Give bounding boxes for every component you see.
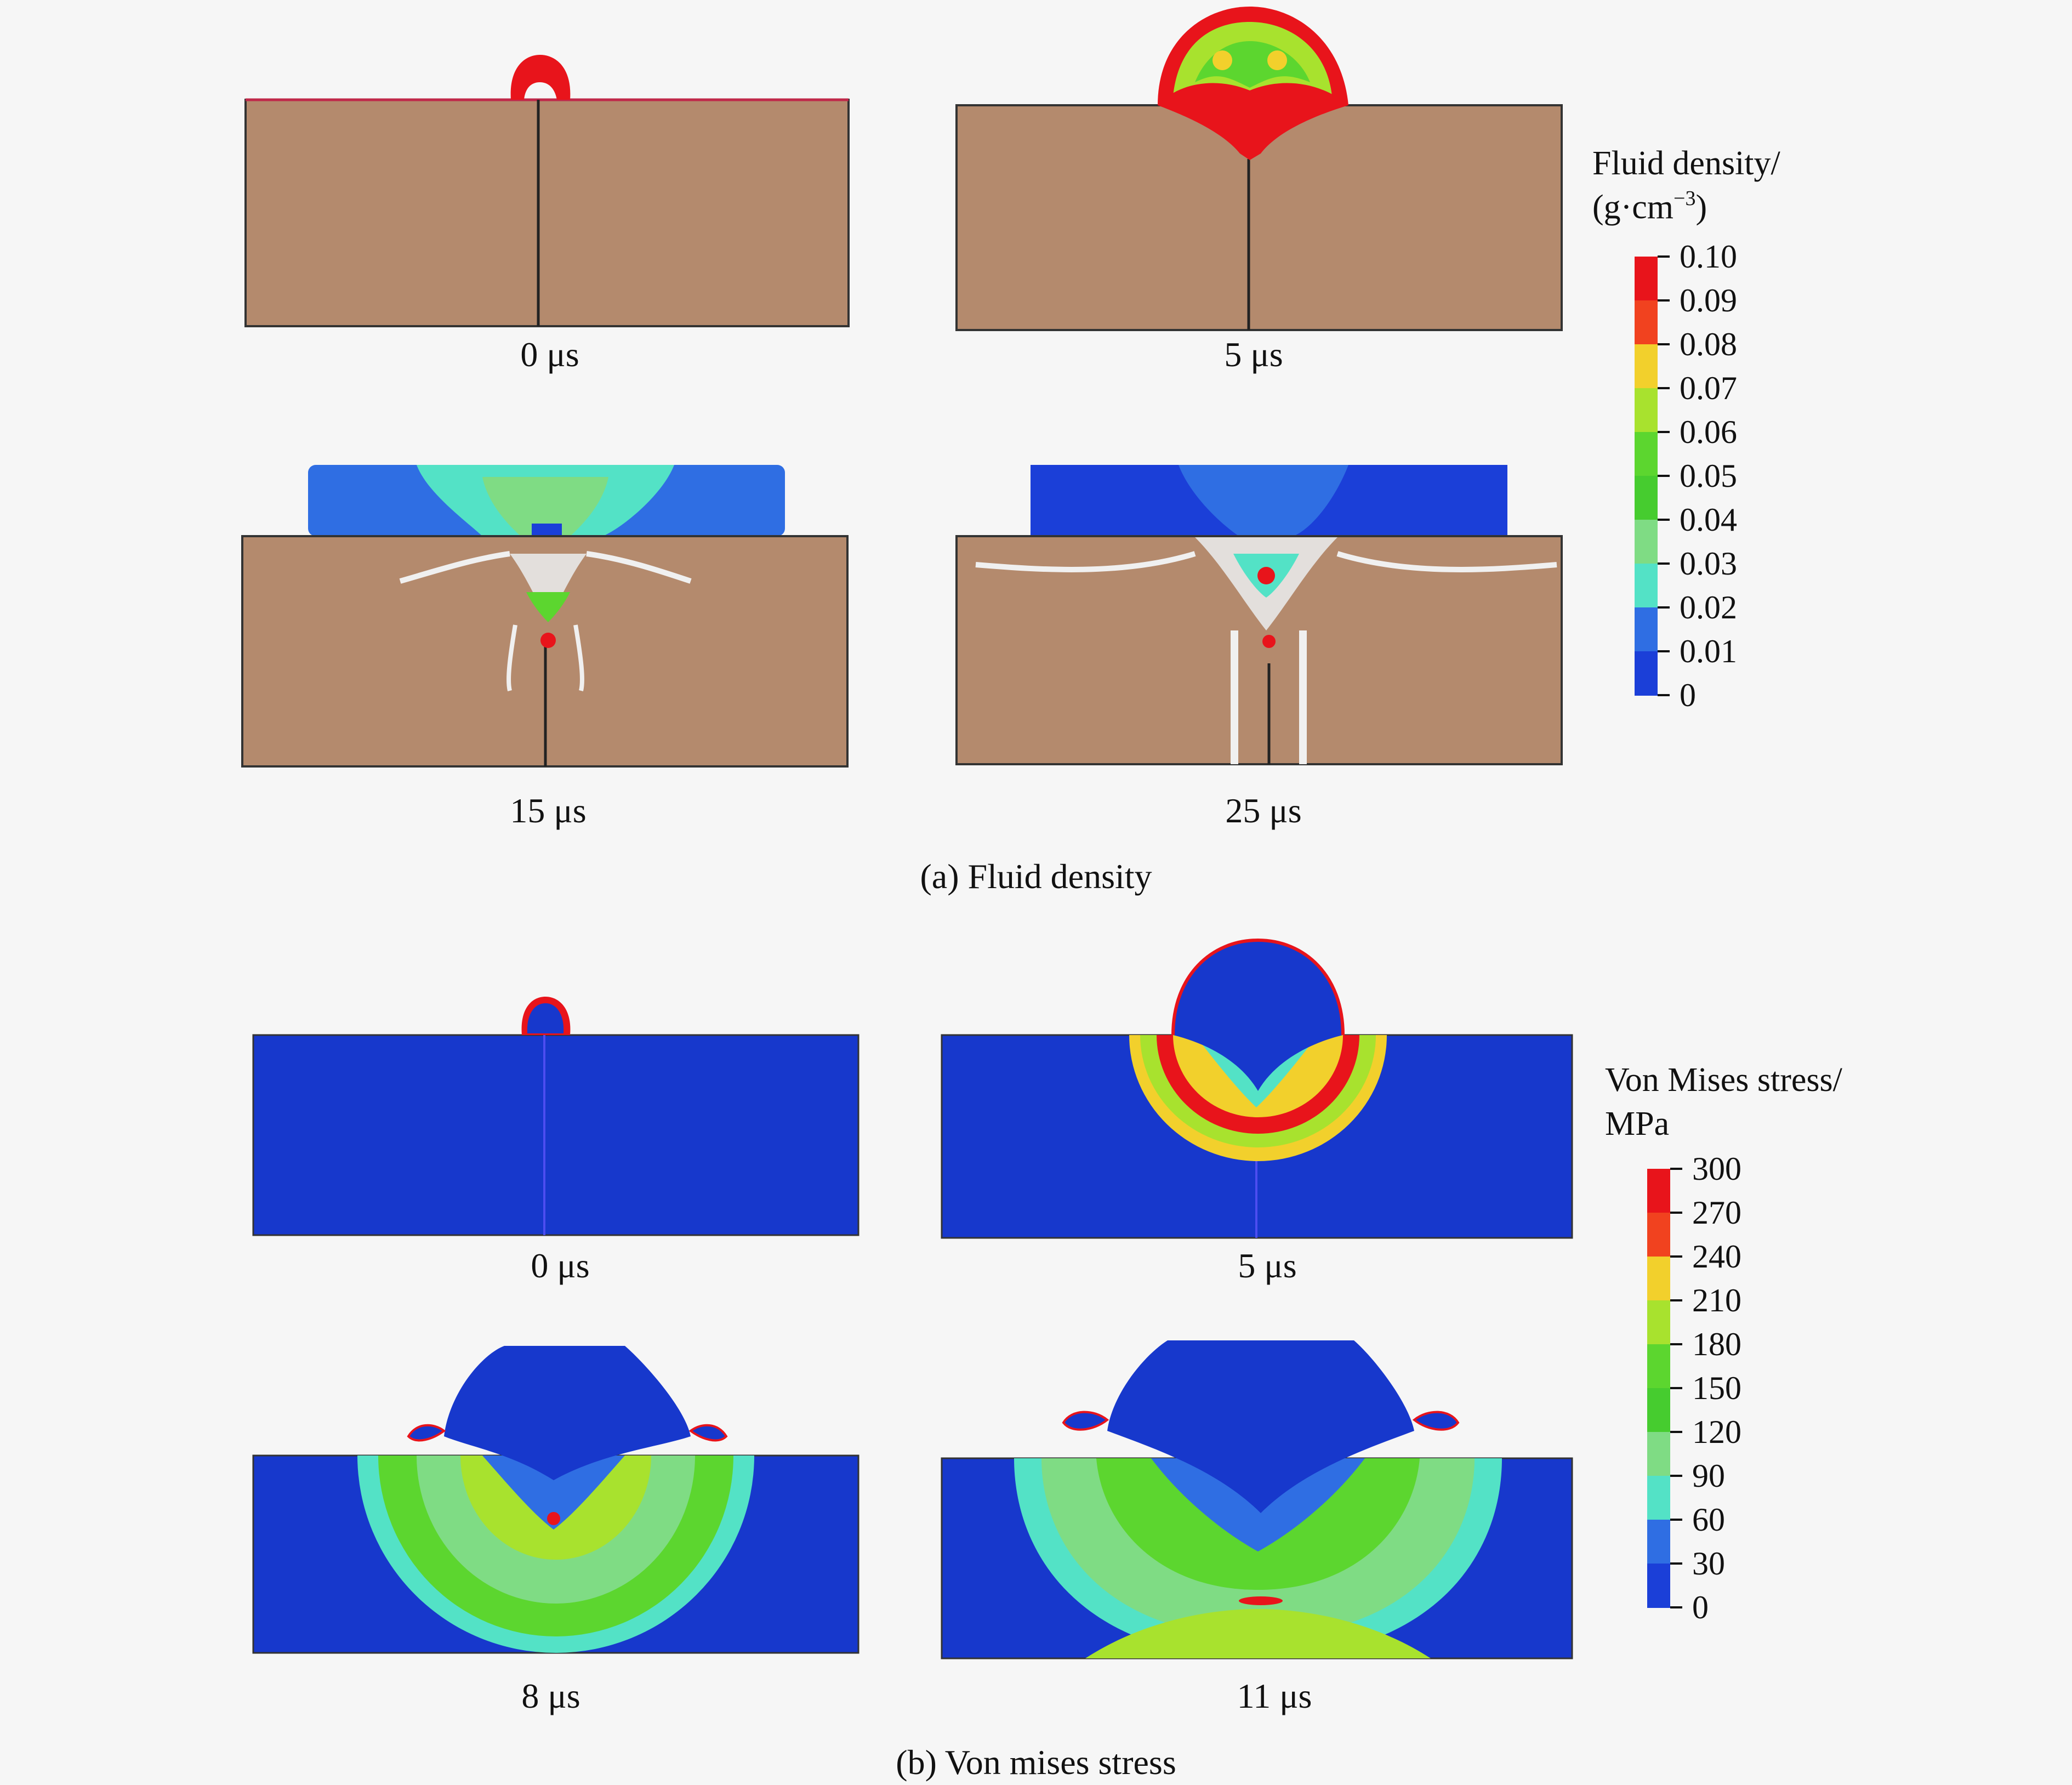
frame-label-b-5us: 5 μs bbox=[1238, 1246, 1296, 1285]
panel-b: 0 μs 5 μs 8 μs bbox=[252, 938, 1843, 1782]
frame-label-a-15us: 15 μs bbox=[510, 791, 586, 830]
legend-b-tick-label: 30 bbox=[1692, 1545, 1725, 1582]
legend-b-tick-label: 210 bbox=[1692, 1282, 1741, 1318]
legend-b-swatch bbox=[1647, 1520, 1670, 1564]
legend-b-swatch bbox=[1647, 1344, 1670, 1389]
legend-b-tick-label: 60 bbox=[1692, 1502, 1725, 1538]
caption-a: (a) Fluid density bbox=[920, 857, 1152, 896]
legend-a-swatch bbox=[1635, 388, 1658, 433]
frame-label-a-0us: 0 μs bbox=[520, 335, 579, 374]
legend-b-tick-label: 0 bbox=[1692, 1589, 1709, 1625]
legend-a-tick-label: 0.10 bbox=[1680, 238, 1737, 275]
legend-a-swatch bbox=[1635, 564, 1658, 608]
legend-a-swatch bbox=[1635, 520, 1658, 564]
caption-b: (b) Von mises stress bbox=[896, 1743, 1176, 1782]
legend-a-tick-label: 0.09 bbox=[1680, 282, 1737, 319]
legend-a-title-line2: (g·cm−3) bbox=[1592, 187, 1707, 226]
legend-b-title-line2: MPa bbox=[1605, 1105, 1669, 1142]
legend-b-swatch bbox=[1647, 1169, 1670, 1213]
legend-a-title-line1: Fluid density/ bbox=[1592, 145, 1781, 182]
legend-a-swatch bbox=[1635, 607, 1658, 652]
stress-frame-0us bbox=[252, 997, 859, 1236]
legend-b-tick-label: 90 bbox=[1692, 1458, 1725, 1494]
legend-a-tick-label: 0.03 bbox=[1680, 545, 1737, 582]
legend-b-tick-label: 120 bbox=[1692, 1414, 1741, 1450]
legend-a: Fluid density/ (g·cm−3) 0.10 0.09 0.08 0.07… bbox=[1592, 145, 1781, 713]
legend-a-tick-label: 0.08 bbox=[1680, 326, 1737, 362]
frame-label-b-0us: 0 μs bbox=[531, 1246, 589, 1285]
stress-frame-8us bbox=[252, 1346, 859, 1654]
frame-label-b-8us: 8 μs bbox=[521, 1676, 580, 1715]
density-frame-25us bbox=[955, 465, 1563, 765]
legend-a-swatch bbox=[1635, 257, 1658, 301]
legend-b: Von Mises stress/ MPa 300270240210180150… bbox=[1605, 1061, 1843, 1625]
legend-b-swatch bbox=[1647, 1388, 1670, 1432]
legend-a-swatch bbox=[1635, 651, 1658, 696]
stress-frame-5us bbox=[941, 938, 1573, 1239]
legend-b-title-line1: Von Mises stress/ bbox=[1605, 1061, 1843, 1099]
density-frame-5us bbox=[955, 7, 1563, 331]
frame-label-a-5us: 5 μs bbox=[1224, 335, 1283, 374]
legend-b-tick-label: 180 bbox=[1692, 1326, 1741, 1362]
legend-b-swatch bbox=[1647, 1564, 1670, 1608]
legend-a-tick-label: 0.01 bbox=[1680, 633, 1737, 669]
legend-a-swatch bbox=[1635, 344, 1658, 389]
frame-label-a-25us: 25 μs bbox=[1225, 791, 1301, 830]
legend-b-swatch bbox=[1647, 1476, 1670, 1520]
legend-b-tick-label: 300 bbox=[1692, 1151, 1741, 1187]
panel-a: 0 μs 5 μs 15 bbox=[241, 7, 1781, 896]
legend-a-swatch bbox=[1635, 476, 1658, 520]
density-frame-0us bbox=[244, 55, 850, 327]
stress-frame-11us bbox=[941, 1340, 1573, 1659]
legend-a-swatch bbox=[1635, 432, 1658, 476]
legend-b-tick-label: 240 bbox=[1692, 1238, 1741, 1275]
legend-b-swatch bbox=[1647, 1257, 1670, 1301]
legend-b-tick-label: 270 bbox=[1692, 1195, 1741, 1231]
legend-a-tick-label: 0.04 bbox=[1680, 502, 1737, 538]
legend-b-swatch bbox=[1647, 1432, 1670, 1476]
frame-label-b-11us: 11 μs bbox=[1237, 1676, 1312, 1715]
legend-b-swatch bbox=[1647, 1213, 1670, 1257]
legend-a-tick-label: 0 bbox=[1680, 677, 1696, 713]
legend-a-swatch bbox=[1635, 300, 1658, 345]
legend-a-tick-label: 0.02 bbox=[1680, 589, 1737, 626]
legend-b-tick-label: 150 bbox=[1692, 1370, 1741, 1406]
legend-b-swatch bbox=[1647, 1300, 1670, 1345]
legend-a-tick-label: 0.06 bbox=[1680, 414, 1737, 450]
legend-a-tick-label: 0.07 bbox=[1680, 370, 1737, 406]
density-frame-15us bbox=[241, 465, 849, 768]
legend-a-tick-label: 0.05 bbox=[1680, 458, 1737, 494]
